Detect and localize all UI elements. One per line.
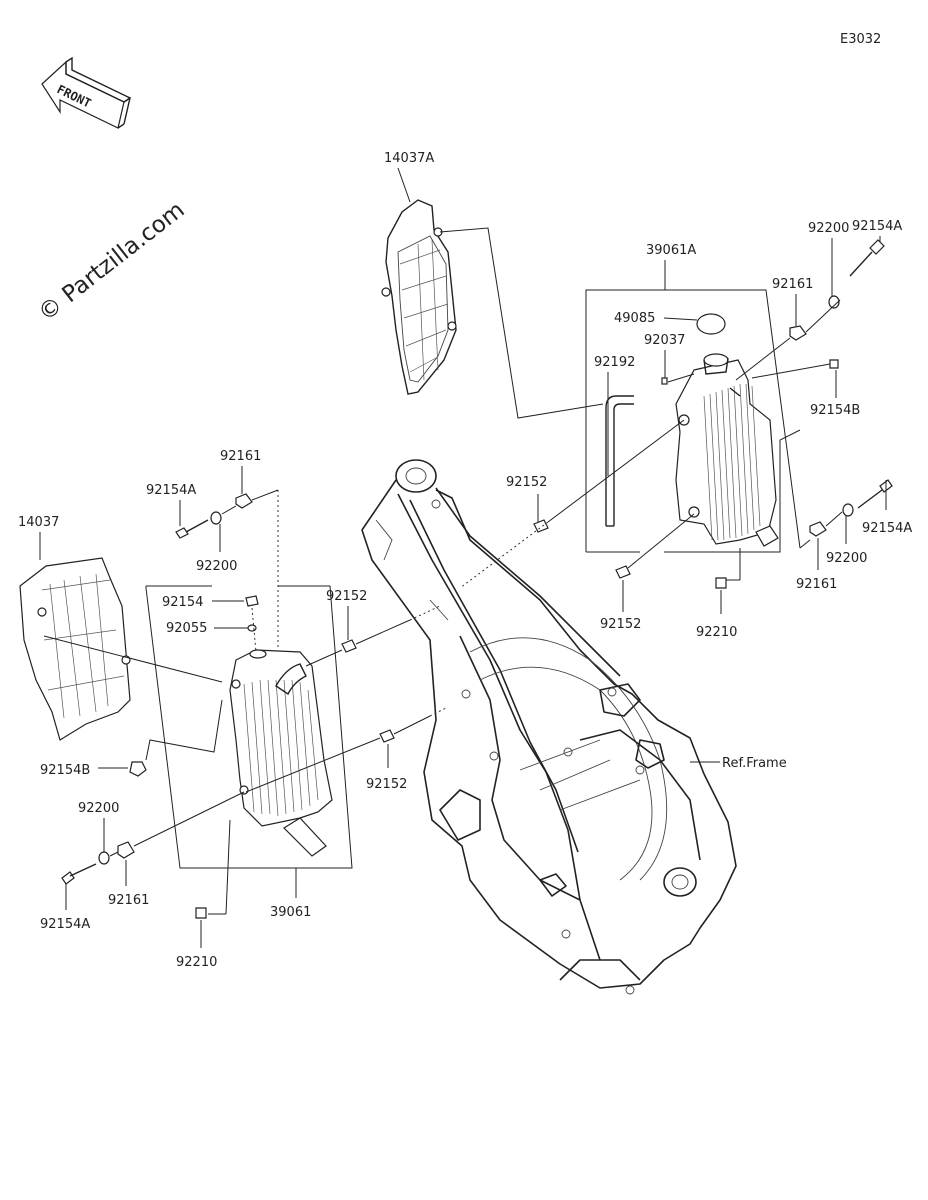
label-92154A-right: 92154A	[862, 521, 912, 536]
radiator-cap-right	[696, 313, 726, 335]
label-92154B-right: 92154B	[810, 403, 860, 418]
watermark: © Partzilla.com	[34, 197, 190, 327]
label-92161-top: 92161	[772, 277, 813, 292]
label-92200-top: 92200	[808, 221, 849, 236]
label-92152-left2: 92152	[366, 777, 407, 792]
label-39061: 39061	[270, 905, 311, 920]
label-92161-right: 92161	[796, 577, 837, 592]
label-92161-left: 92161	[220, 449, 261, 464]
overflow-hose	[605, 395, 634, 486]
label-39061A: 39061A	[646, 243, 696, 258]
radiator-shroud-left	[19, 557, 131, 741]
label-92154B-left: 92154B	[40, 763, 90, 778]
label-92152-right: 92152	[600, 617, 641, 632]
label-92210-right: 92210	[696, 625, 737, 640]
radiator-left	[229, 649, 333, 857]
label-92154A-bottom: 92154A	[40, 917, 90, 932]
label-92055: 92055	[166, 621, 207, 636]
label-92154A-top: 92154A	[852, 219, 902, 234]
label-92200-bottom: 92200	[78, 801, 119, 816]
label-92200-left: 92200	[196, 559, 237, 574]
radiator-shroud-right	[381, 199, 457, 395]
label-14037: 14037	[18, 515, 59, 530]
label-92152-left1: 92152	[326, 589, 367, 604]
diagram-code: E3032	[840, 32, 881, 47]
label-92161-bottom: 92161	[108, 893, 149, 908]
label-92154A-left: 92154A	[146, 483, 196, 498]
label-92192: 92192	[594, 355, 635, 370]
label-92200-right: 92200	[826, 551, 867, 566]
label-14037A: 14037A	[384, 151, 434, 166]
front-arrow-icon: FRONT	[41, 56, 132, 129]
label-ref-frame: Ref.Frame	[722, 756, 787, 771]
label-49085: 49085	[614, 311, 655, 326]
label-92210-left: 92210	[176, 955, 217, 970]
label-92152-mid: 92152	[506, 475, 547, 490]
label-92154: 92154	[162, 595, 203, 610]
radiator-right	[675, 353, 779, 547]
label-92037: 92037	[644, 333, 685, 348]
motorcycle-frame	[361, 459, 737, 995]
